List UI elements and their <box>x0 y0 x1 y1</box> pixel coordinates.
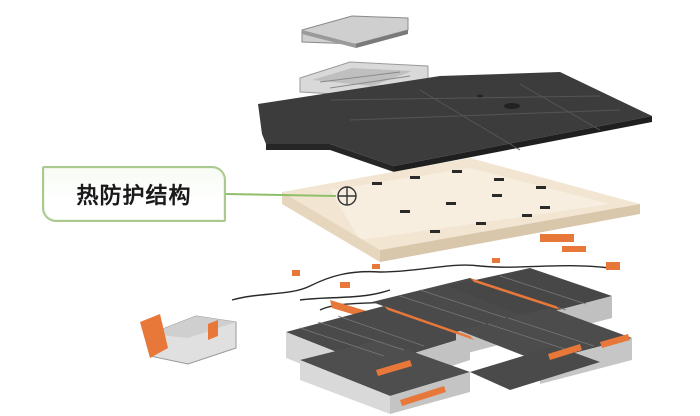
battery-modules <box>286 268 632 414</box>
crosshair-icon <box>337 186 357 206</box>
junction-box <box>140 314 237 365</box>
top-cover-panel <box>258 72 652 172</box>
thermal-protection-layer <box>282 158 640 262</box>
callout-label: 热防护结构 <box>76 184 192 209</box>
thermal-protection-callout: 热防护结构 <box>42 166 226 222</box>
callout-leader-line <box>225 193 337 197</box>
top-lid <box>301 15 409 48</box>
